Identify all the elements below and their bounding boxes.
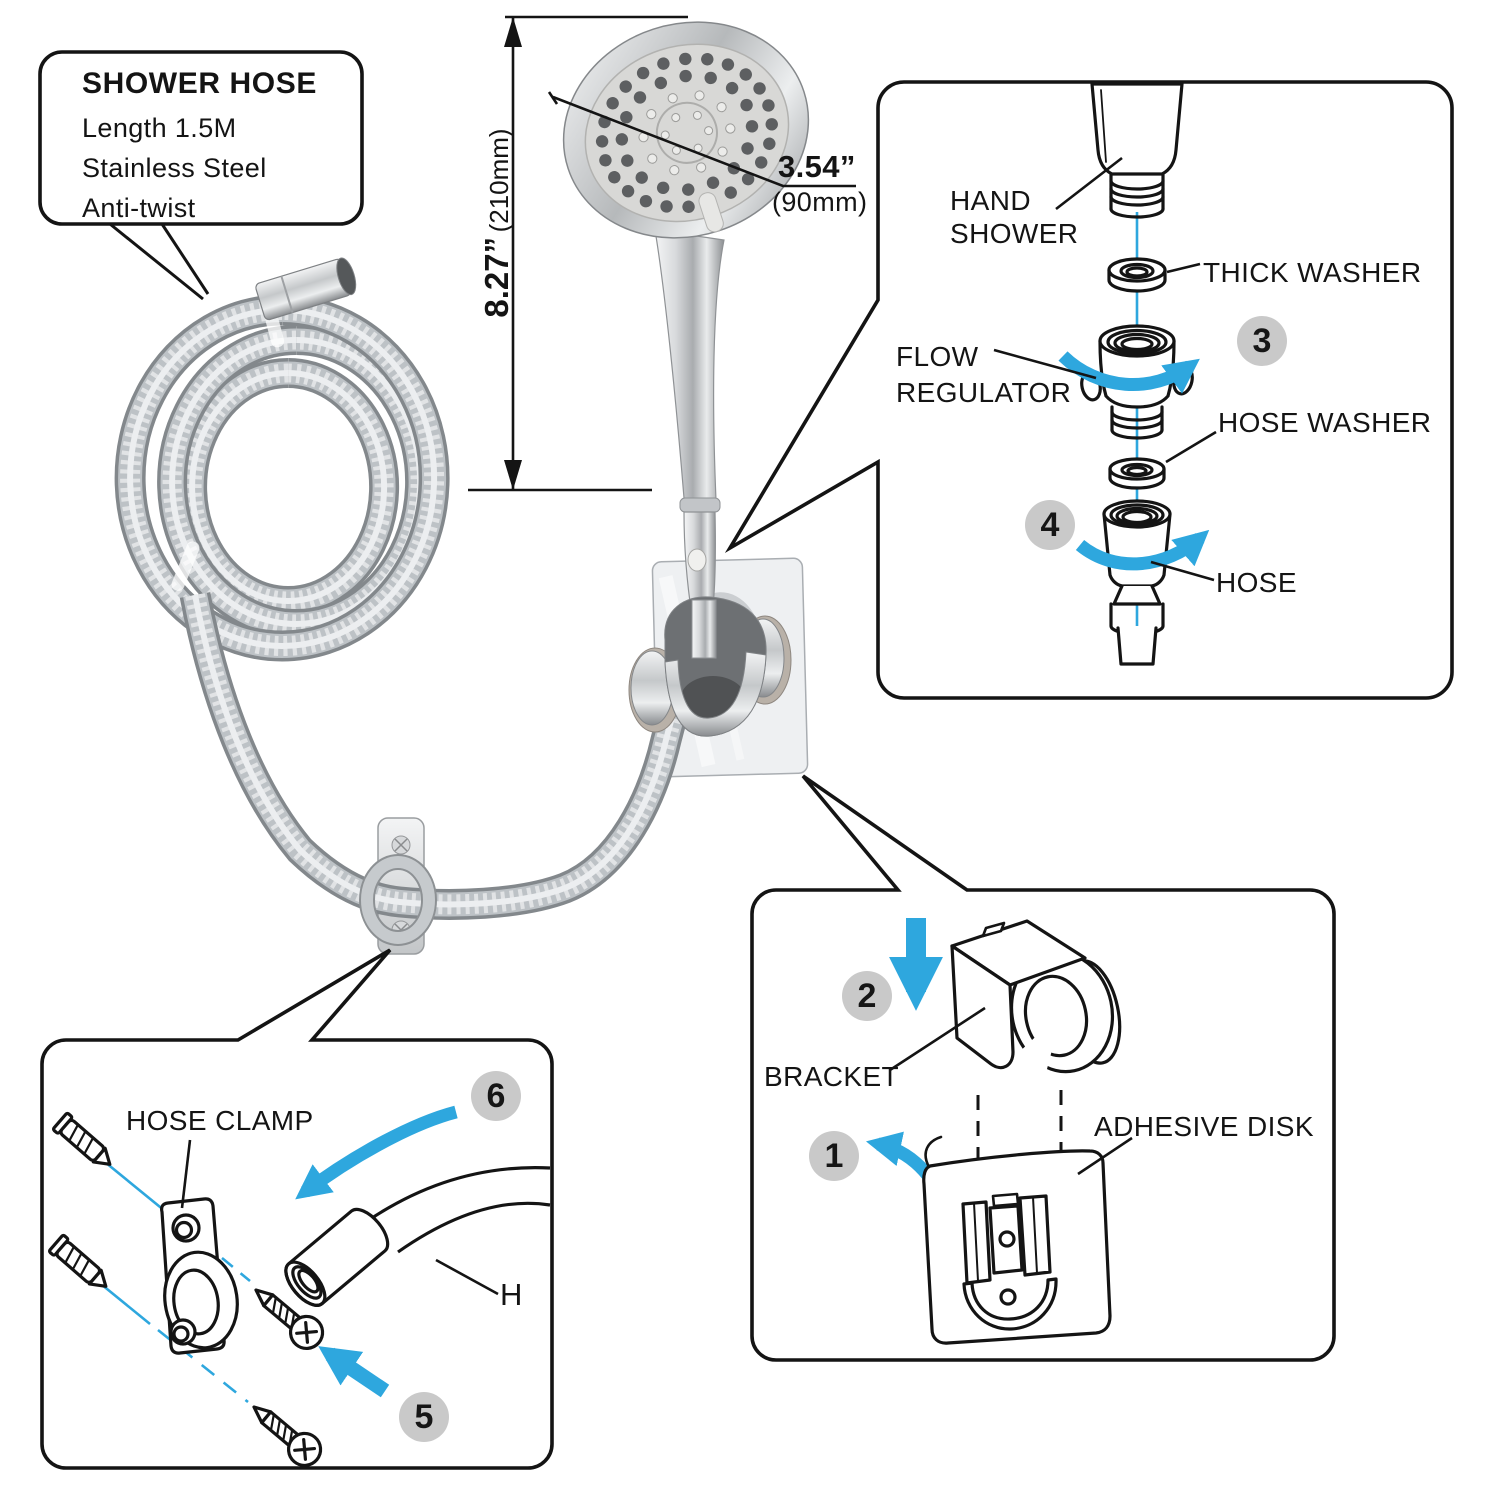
adhesive-disk-label: ADHESIVE DISK xyxy=(1094,1111,1314,1142)
hose-washer-art xyxy=(1108,457,1166,490)
hose-clamp-ring-photo xyxy=(359,854,437,946)
hose-label: HOSE xyxy=(1216,567,1297,598)
width-mm: (90mm) xyxy=(772,187,868,217)
thick-washer-label: THICK WASHER xyxy=(1203,257,1422,288)
step-badge-4: 4 xyxy=(1025,500,1075,550)
step-badge-6: 6 xyxy=(471,1071,521,1121)
route-arrow-icon xyxy=(295,1105,458,1200)
height-mm: (210mm) xyxy=(484,128,514,233)
callout-spec-length: Length 1.5M xyxy=(82,113,237,143)
wall-bracket-photo xyxy=(628,596,792,737)
height-dimension: 8.27” (210mm) xyxy=(478,78,516,368)
callout-spec-material: Stainless Steel xyxy=(82,153,267,183)
hand-shower-art xyxy=(1090,82,1184,219)
leader-lines xyxy=(180,1139,499,1296)
dim-arrow-up xyxy=(504,17,522,47)
rotate-arrow-icon xyxy=(1075,529,1210,571)
shower-hose-callout-box xyxy=(38,50,364,226)
hose-end-art xyxy=(284,1166,551,1307)
hose-short-label: H xyxy=(500,1277,523,1312)
bracket-art xyxy=(950,919,1122,1088)
shower-head-photo xyxy=(562,21,810,239)
bracket-label: BRACKET xyxy=(764,1061,900,1092)
leader-lines xyxy=(889,1006,1133,1176)
leader-lines xyxy=(993,156,1217,582)
handle-joint-photo xyxy=(679,497,721,513)
thick-washer-art xyxy=(1107,257,1167,293)
callout-tail xyxy=(109,222,210,301)
dim-arrow-down xyxy=(504,460,522,490)
width-inches: 3.54” xyxy=(778,149,856,184)
step-badge-2: 2 xyxy=(842,971,892,1021)
hose-clamp-install-view xyxy=(47,1105,551,1474)
step-badge-5: 5 xyxy=(399,1392,449,1442)
cable-tie xyxy=(171,541,200,591)
step-badge-1: 1 xyxy=(809,1131,859,1181)
flow-regulator-label: FLOW REGULATOR xyxy=(896,341,1072,408)
dimension-lines xyxy=(468,15,856,492)
connection-exploded-view xyxy=(993,82,1217,666)
callout-title: SHOWER HOSE xyxy=(82,67,317,100)
hand-shower-label: HAND SHOWER xyxy=(950,185,1079,249)
adhesive-disk-art xyxy=(922,1135,1112,1345)
hand-shower-handle-photo xyxy=(654,229,725,501)
handle-button xyxy=(687,548,707,572)
height-inches: 8.27” xyxy=(478,236,515,318)
hose-washer-label: HOSE WASHER xyxy=(1218,407,1432,438)
hose-clamp-art xyxy=(160,1197,239,1355)
hose-clamp-label: HOSE CLAMP xyxy=(126,1105,314,1136)
hose-coil-photo xyxy=(130,295,434,646)
screw-arrow-icon xyxy=(318,1346,390,1398)
bracket-install-view xyxy=(865,918,1133,1345)
spray-nozzles xyxy=(595,52,778,213)
hose-end-connector-photo xyxy=(255,257,357,321)
hose-clamp-steps-box xyxy=(40,948,554,1470)
callout-spec-antitwist: Anti-twist xyxy=(82,193,196,223)
rotate-arrow-icon xyxy=(1058,351,1200,394)
step-badge-3: 3 xyxy=(1237,316,1287,366)
